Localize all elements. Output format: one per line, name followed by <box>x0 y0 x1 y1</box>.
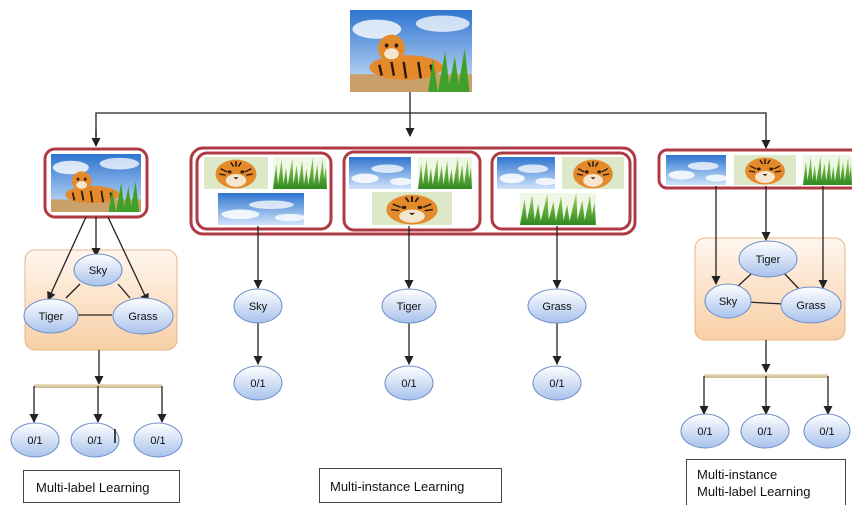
mi-output-node-2: 0/1 <box>384 365 434 401</box>
mi-bag-1-frame <box>195 151 333 231</box>
mi-bag-3-sky-image <box>497 157 555 189</box>
ml-node-grass: Grass <box>112 297 174 335</box>
multi-instance-section: Sky Tiger Grass 0/1 0/1 0/1 <box>189 146 637 401</box>
mi-output-label-1: 0/1 <box>250 378 265 390</box>
mi-bag-3-tiger-image <box>562 157 624 189</box>
ml-node-tiger-label: Tiger <box>39 311 64 323</box>
miml-output-label-1: 0/1 <box>697 426 712 438</box>
miml-node-sky-label: Sky <box>719 296 738 308</box>
mi-arrows <box>253 226 562 365</box>
ml-node-grass-label: Grass <box>128 311 158 323</box>
miml-output-arrows <box>699 376 833 415</box>
miml-section: Tiger Sky Grass 0/1 0/1 0/1 <box>657 148 852 449</box>
miml-grass-image <box>803 155 852 185</box>
multi-label-arrows <box>47 216 149 385</box>
mi-bag-2-tiger-image <box>372 192 452 225</box>
miml-node-grass: Grass <box>780 286 842 324</box>
ml-output-node-3: 0/1 <box>133 422 183 458</box>
miml-caption-line-2: Multi-label Learning <box>697 484 811 499</box>
mi-bag-1-tiger-image <box>204 157 268 189</box>
mi-node-grass: Grass <box>527 288 587 324</box>
multi-label-section: Sky Tiger Grass 0/1 0/1 0/1 <box>10 147 183 458</box>
miml-node-grass-label: Grass <box>796 300 826 312</box>
mi-bag-1-sky-image <box>218 193 304 225</box>
ml-output-label-3: 0/1 <box>150 435 165 447</box>
multi-label-tiger-image <box>51 154 141 212</box>
ml-output-label-1: 0/1 <box>27 435 42 447</box>
ml-node-sky: Sky <box>73 253 123 287</box>
multi-instance-caption: Multi-instance Learning <box>319 468 502 503</box>
mi-node-tiger: Tiger <box>381 288 437 324</box>
mi-output-label-3: 0/1 <box>549 378 564 390</box>
top-branch-connectors <box>91 92 771 149</box>
ml-output-node-1: 0/1 <box>10 422 60 458</box>
miml-output-label-2: 0/1 <box>757 426 772 438</box>
mi-outer-frame <box>189 146 637 236</box>
miml-node-tiger: Tiger <box>738 240 798 278</box>
mi-bag-1-grass-image <box>273 157 327 189</box>
multi-label-caption: Multi-label Learning <box>23 470 180 503</box>
mi-bag-2-sky-image <box>349 157 411 189</box>
mi-output-label-2: 0/1 <box>401 378 416 390</box>
miml-output-label-3: 0/1 <box>819 426 834 438</box>
miml-tiger-image <box>734 155 796 185</box>
ml-output-node-2: 0/1 <box>70 422 120 458</box>
ml-node-sky-label: Sky <box>89 265 108 277</box>
mi-node-sky-label: Sky <box>249 301 268 313</box>
miml-image-frame <box>657 148 852 190</box>
mi-node-sky: Sky <box>233 288 283 324</box>
miml-node-sky: Sky <box>704 283 752 319</box>
mi-bag-3-frame <box>490 151 632 231</box>
miml-output-node-1: 0/1 <box>680 413 730 449</box>
mi-bag-3-grass-image <box>520 193 596 225</box>
ml-output-label-2: 0/1 <box>87 435 102 447</box>
miml-arrows <box>711 186 828 373</box>
miml-output-node-3: 0/1 <box>803 413 851 449</box>
miml-node-tiger-label: Tiger <box>756 254 781 266</box>
ml-node-tiger: Tiger <box>23 298 79 334</box>
mi-bag-2-grass-image <box>418 157 472 189</box>
mi-output-node-3: 0/1 <box>532 365 582 401</box>
ml-output-arrows <box>29 386 167 423</box>
miml-caption-line-1: Multi-instance <box>697 467 778 482</box>
mi-bag-2-frame <box>342 150 482 232</box>
miml-output-node-2: 0/1 <box>740 413 790 449</box>
miml-caption: Multi-instance Multi-label Learning <box>686 459 846 505</box>
mi-node-grass-label: Grass <box>542 301 572 313</box>
top-tiger-image <box>350 10 472 92</box>
miml-sky-image <box>666 155 726 185</box>
mi-output-node-1: 0/1 <box>233 365 283 401</box>
mi-node-tiger-label: Tiger <box>397 301 422 313</box>
